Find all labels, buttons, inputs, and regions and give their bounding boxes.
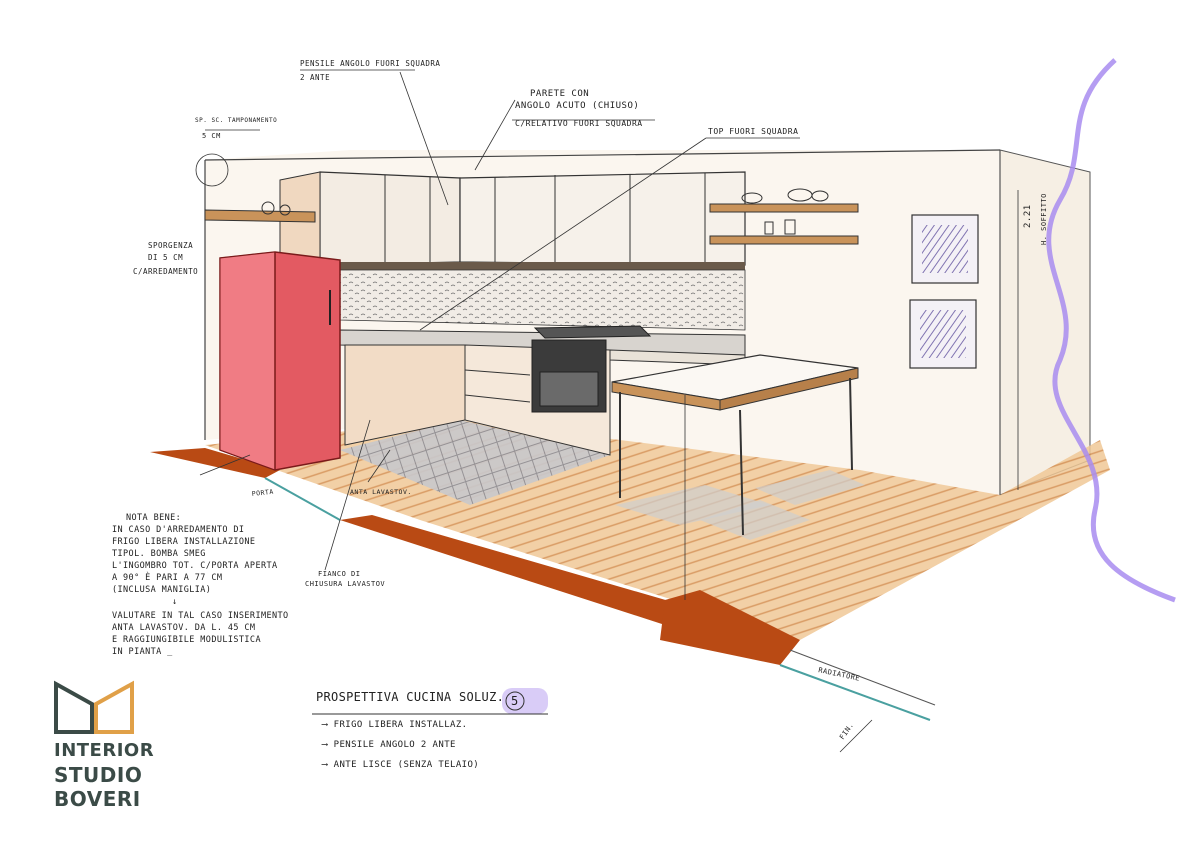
floor: [205, 420, 1110, 640]
label-fin: Fin.: [838, 721, 855, 741]
note-line: a 90° è pari a 77 cm: [112, 573, 223, 583]
note-line: Valutare in tal caso inserimento: [112, 611, 289, 621]
label-anta-lavastov: Anta lavastov.: [350, 488, 412, 496]
title-underline: [312, 688, 548, 715]
note-line: frigo libera installazione: [112, 537, 256, 547]
note-heading: Nota bene:: [126, 513, 182, 523]
upper-cabinets: [279, 171, 746, 270]
logo-line-2: STUDIO: [54, 763, 143, 787]
wall-pictures: [909, 214, 979, 369]
label-fianco-1: Fianco di: [318, 570, 360, 578]
label-parete-2: angolo acuto (chiuso): [515, 101, 639, 111]
shelves: [204, 188, 859, 245]
fridge: [219, 251, 341, 471]
legend-item: ⟶ Pensile angolo 2 ante: [322, 740, 456, 750]
note-line: (inclusa maniglia): [112, 585, 212, 595]
label-pensile-angolo: Pensile angolo fuori squadra: [300, 59, 440, 68]
logo-line-3: BOVERI: [54, 787, 141, 811]
label-sporgenza-3: c/arredamento: [133, 267, 198, 276]
note-line: In caso d'arredamento di: [112, 525, 245, 535]
lower-cabinets: [339, 325, 746, 456]
section-cut-line: [1046, 58, 1176, 603]
arrow-right-icon: ⟶: [322, 740, 334, 750]
legend-item: ⟶ Frigo libera installaz.: [322, 720, 468, 730]
note-line: e raggiungibile modulistica: [112, 635, 261, 645]
label-spessore-val: 5 cm: [202, 132, 221, 140]
label-soffitto: H. soffitto: [1040, 193, 1048, 245]
label-pensile-ante: 2 ante: [300, 73, 330, 82]
label-porta: Porta: [251, 488, 274, 498]
logo-line-1: INTERIOR: [54, 740, 155, 761]
note-line: in pianta _: [112, 647, 173, 657]
note-line: tipol. Bomba Smeg: [112, 549, 206, 559]
legend-item: ⟶ Ante lisce (senza telaio): [322, 760, 480, 770]
label-soffitto-val: 2.21: [1023, 204, 1033, 228]
label-parete-3: c/relativo fuori squadra: [515, 119, 643, 128]
title-block: Prospettiva cucina soluz. 5: [312, 684, 550, 722]
title-number: 5: [511, 694, 519, 708]
label-fianco-2: chiusura lavastov: [305, 580, 385, 588]
label-spessore: Sp. sc. tamponamento: [195, 117, 277, 124]
arrow-right-icon: ⟶: [322, 760, 334, 770]
note-line: l'ingombro tot. c/porta aperta: [112, 561, 278, 571]
leader-lines: [195, 69, 1019, 753]
company-logo: INTERIOR STUDIO BOVERI: [52, 678, 162, 818]
note-line: anta lavastov. da L. 45 cm: [112, 623, 256, 633]
label-sporgenza-1: Sporgenza: [148, 241, 193, 250]
threshold: [150, 448, 936, 721]
label-sporgenza-2: di 5 cm: [148, 253, 183, 262]
label-top-fuori: Top fuori squadra: [708, 127, 798, 136]
label-parete-1: Parete con: [530, 89, 589, 99]
note-block: Nota bene: In caso d'arredamento di frig…: [112, 512, 289, 658]
note-arrow-icon: ↓: [172, 597, 178, 607]
title-main: Prospettiva cucina soluz.: [316, 690, 505, 704]
logo-mark-icon: [54, 680, 134, 734]
arrow-right-icon: ⟶: [322, 720, 334, 730]
dining-table: [611, 354, 859, 536]
backsplash: [339, 269, 746, 331]
